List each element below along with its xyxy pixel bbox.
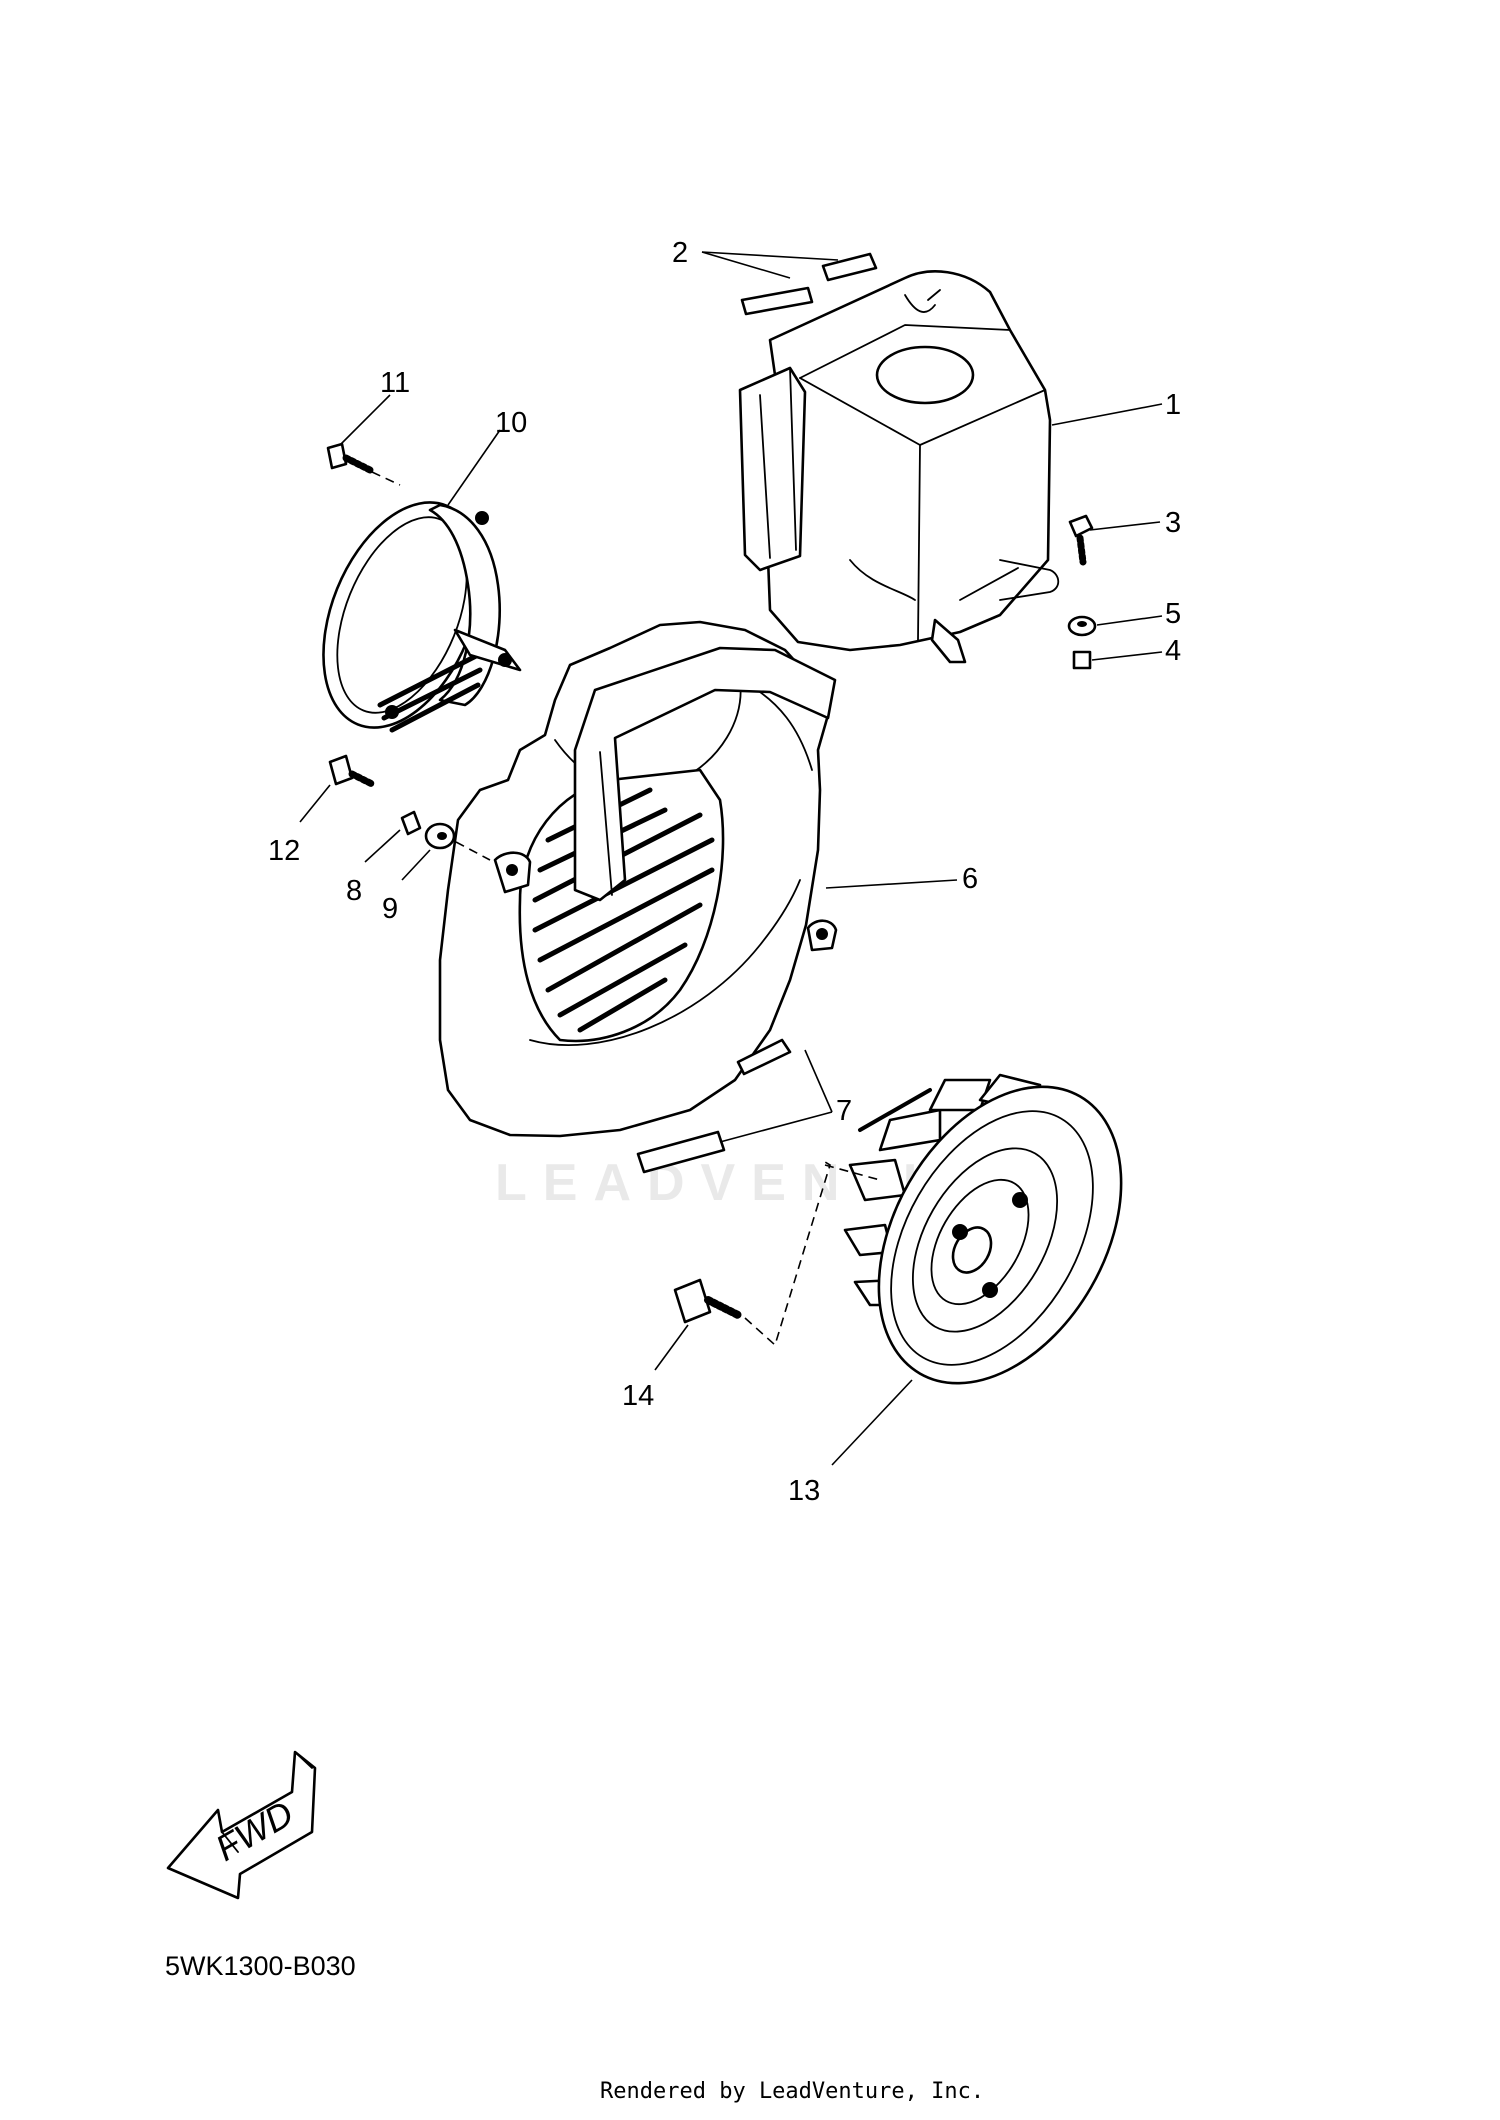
part-4-nut[interactable]: [1072, 650, 1092, 670]
callout-5[interactable]: 5: [1165, 598, 1181, 630]
callout-13[interactable]: 13: [788, 1475, 820, 1507]
callout-12[interactable]: 12: [268, 835, 300, 867]
callout-2[interactable]: 2: [672, 237, 688, 269]
part-10-cover-ring[interactable]: [293, 479, 522, 750]
part-6-fan-housing[interactable]: [438, 620, 838, 1138]
callout-6[interactable]: 6: [962, 863, 978, 895]
callout-4[interactable]: 4: [1165, 635, 1181, 667]
part-5-collar[interactable]: [1067, 615, 1097, 637]
part-8-pin[interactable]: [400, 810, 422, 836]
fwd-direction-arrow: FWD: [166, 1750, 317, 1900]
callout-3[interactable]: 3: [1165, 507, 1181, 539]
callout-11[interactable]: 11: [380, 367, 410, 399]
diagram-code: 5WK1300-B030: [165, 1951, 356, 1981]
part-11-screw[interactable]: [326, 442, 401, 486]
callout-10[interactable]: 10: [495, 407, 527, 439]
callout-14[interactable]: 14: [622, 1380, 654, 1412]
callout-7[interactable]: 7: [836, 1095, 852, 1127]
part-12-bolt[interactable]: [328, 754, 376, 788]
part-14-bolt[interactable]: [673, 1161, 881, 1347]
callouts: 1 2 3 5 4 6 7 8 9 10 11 12 13 14: [268, 237, 1181, 1507]
part-1-air-shroud[interactable]: [738, 270, 1060, 664]
part-3-screw[interactable]: [1068, 514, 1094, 566]
rendered-by-footer: Rendered by LeadVenture, Inc.: [600, 2079, 984, 2104]
callout-9[interactable]: 9: [382, 893, 398, 925]
part-7-pads[interactable]: [636, 1038, 792, 1174]
part-2-pads[interactable]: [740, 252, 878, 316]
part-13-flywheel-fan[interactable]: [829, 1044, 1171, 1426]
callout-8[interactable]: 8: [346, 875, 362, 907]
leader-lines: [299, 251, 1163, 1466]
part-9-grommet[interactable]: [424, 822, 491, 861]
callout-1[interactable]: 1: [1165, 389, 1181, 421]
